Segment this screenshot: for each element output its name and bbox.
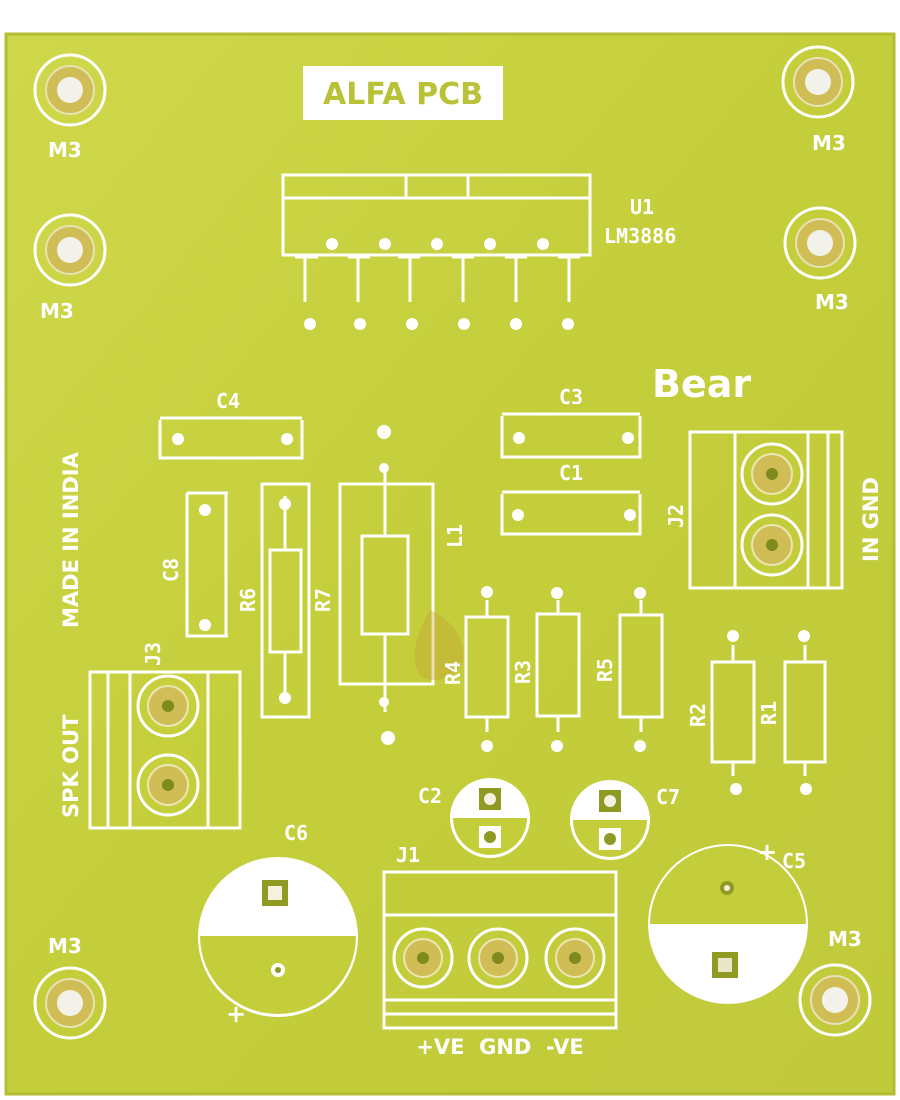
j1-pins-label: +VE GND -VE bbox=[416, 1035, 583, 1059]
j2-pins-label: IN GND bbox=[859, 477, 883, 562]
c2-label: C2 bbox=[418, 784, 442, 808]
r1-footprint bbox=[783, 630, 827, 795]
u1-ref-label: U1 bbox=[630, 195, 654, 219]
j1-connector bbox=[382, 870, 618, 1030]
c6-label: C6 bbox=[284, 821, 308, 845]
board-edge bbox=[4, 32, 896, 1096]
flux-stain bbox=[414, 610, 464, 681]
l1-footprint bbox=[338, 425, 435, 745]
j3-pins-label: SPK OUT bbox=[59, 714, 83, 818]
mount-hole-label: M3 bbox=[48, 138, 82, 162]
mount-hole-bottom-left bbox=[33, 966, 107, 1040]
r6-label: R6 bbox=[236, 588, 260, 612]
mount-hole-top-right bbox=[781, 45, 855, 119]
j2-connector bbox=[688, 430, 844, 590]
c5-label: C5 bbox=[782, 849, 806, 873]
r1-label: R1 bbox=[757, 701, 781, 725]
c6-footprint bbox=[198, 857, 358, 1017]
j1-pad bbox=[467, 927, 529, 989]
mount-hole-label: M3 bbox=[48, 934, 82, 958]
c8-label: C8 bbox=[159, 558, 183, 582]
c3-label: C3 bbox=[559, 385, 583, 409]
r5-footprint bbox=[618, 587, 664, 752]
j1-pad bbox=[392, 927, 454, 989]
j1-pad bbox=[544, 927, 606, 989]
c2-footprint bbox=[450, 778, 530, 858]
r7-label: R7 bbox=[311, 588, 335, 612]
j2-pad bbox=[740, 513, 804, 577]
c5-footprint bbox=[648, 844, 808, 1004]
mount-hole-label: M3 bbox=[828, 927, 862, 951]
j2-ref-label: J2 bbox=[664, 504, 688, 528]
c1-footprint bbox=[500, 490, 642, 536]
l1-label: L1 bbox=[443, 524, 467, 548]
mount-hole-top-left bbox=[33, 53, 107, 127]
r3-footprint bbox=[535, 587, 581, 752]
c8-footprint bbox=[185, 491, 228, 638]
j3-pad bbox=[136, 674, 200, 738]
board-name: Bear bbox=[652, 362, 751, 406]
r4-label: R4 bbox=[441, 661, 465, 685]
j3-pad bbox=[136, 753, 200, 817]
c3-footprint bbox=[500, 412, 642, 459]
j1-ref-label: J1 bbox=[396, 843, 420, 867]
r2-label: R2 bbox=[686, 703, 710, 727]
r2-footprint bbox=[710, 630, 756, 795]
j2-pad bbox=[740, 442, 804, 506]
c7-footprint bbox=[570, 780, 650, 860]
r5-label: R5 bbox=[593, 658, 617, 682]
logo-text: ALFA PCB bbox=[323, 77, 483, 112]
mount-hole-bottom-right bbox=[798, 963, 872, 1037]
j3-ref-label: J3 bbox=[141, 642, 165, 666]
j3-connector bbox=[88, 670, 242, 830]
c4-label: C4 bbox=[216, 389, 240, 413]
r4-footprint bbox=[464, 586, 510, 752]
r3-label: R3 bbox=[511, 660, 535, 684]
made-in-india-label: MADE IN INDIA bbox=[59, 451, 83, 628]
u1-pads bbox=[304, 238, 574, 330]
mount-hole-label: M3 bbox=[812, 131, 846, 155]
mount-hole-label: M3 bbox=[815, 290, 849, 314]
mount-hole-mid-left bbox=[33, 213, 107, 287]
u1-footprint bbox=[281, 173, 592, 302]
c5-plus-mark: + bbox=[757, 838, 777, 866]
c1-label: C1 bbox=[559, 461, 583, 485]
u1-part-label: LM3886 bbox=[604, 224, 676, 248]
mount-hole-mid-right bbox=[783, 206, 857, 280]
alfa-pcb-logo: ALFA PCB bbox=[303, 66, 503, 120]
c6-plus-mark: + bbox=[226, 1000, 246, 1028]
c4-footprint bbox=[158, 416, 304, 460]
r7-footprint bbox=[260, 482, 311, 719]
mount-hole-label: M3 bbox=[40, 299, 74, 323]
c7-label: C7 bbox=[656, 785, 680, 809]
